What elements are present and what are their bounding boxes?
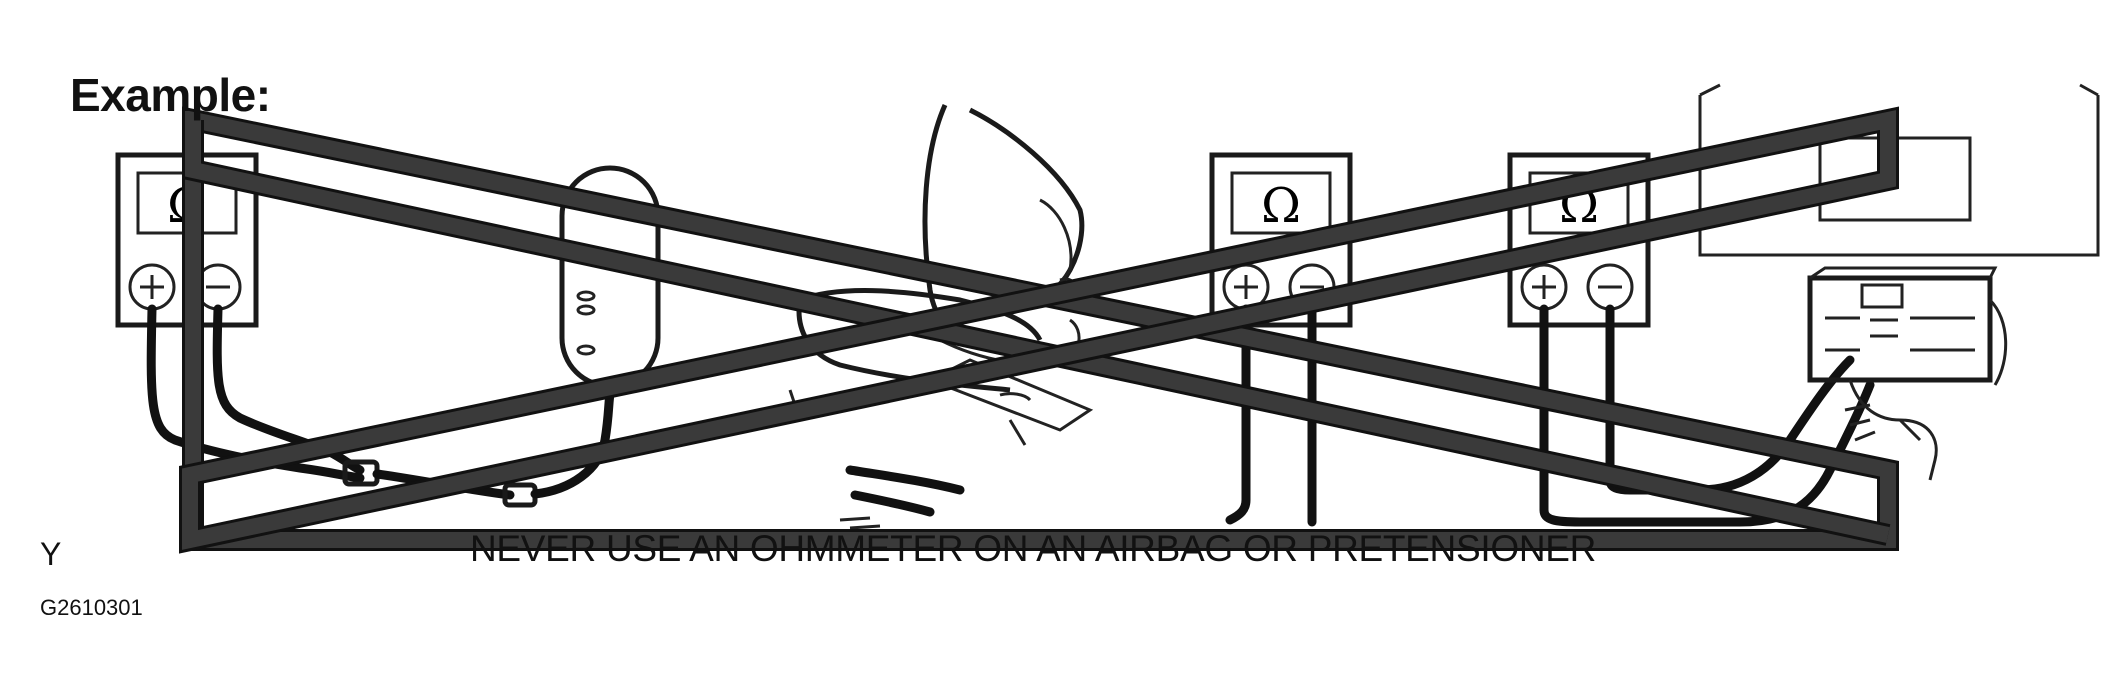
seat-illustration xyxy=(788,103,1094,530)
example-label: Example: xyxy=(70,69,271,121)
seat-back-edge xyxy=(1039,198,1073,296)
pretensioner-cable xyxy=(845,465,965,495)
ecu-connector xyxy=(1807,266,2008,481)
meter-1-lead-negative xyxy=(212,304,365,475)
meter-2-lead-positive xyxy=(1225,304,1251,525)
meter-1-plus-mark xyxy=(140,275,164,299)
connector-latch xyxy=(1860,283,1904,309)
meter-2-ohm-symbol: Ω xyxy=(1261,178,1301,234)
seat-bracket-right xyxy=(1008,419,1027,446)
meter-3-lead-negative xyxy=(1605,304,1855,495)
prohibition-cross-mark xyxy=(179,106,1899,554)
airbag-module-hole-2 xyxy=(576,304,596,316)
seat-belt-buckle xyxy=(999,392,1032,402)
cross-band-2 xyxy=(182,110,1896,550)
connector-top xyxy=(1809,266,1998,280)
connector-housing xyxy=(1807,275,1993,383)
connector-pins-middle xyxy=(1870,318,1898,338)
meter-3-plus-mark xyxy=(1532,275,1556,299)
seat-back-side xyxy=(968,107,1085,287)
pretensioner-lead xyxy=(850,490,935,517)
meter-2-plus-mark xyxy=(1234,275,1258,299)
airbag-module-hole-1 xyxy=(576,290,596,302)
connector-pins-right xyxy=(1910,316,1975,352)
airbag-module-hole-3 xyxy=(576,344,596,356)
seat-wire-ends xyxy=(839,516,881,530)
seat-cushion-top xyxy=(799,288,1043,342)
connector-pins-left xyxy=(1825,316,1860,352)
connector-wires xyxy=(1844,403,1922,442)
warning-caption: NEVER USE AN OHMMETER ON AN AIRBAG OR PR… xyxy=(470,528,1597,569)
corner-letter: Y xyxy=(40,536,62,572)
cross-band-1 xyxy=(185,110,1896,548)
meter-1-lead-positive xyxy=(146,304,365,483)
ecu-box-corners xyxy=(1699,83,2099,97)
cross-band-1-inner-fill xyxy=(185,120,1890,543)
figure-code: G2610301 xyxy=(40,595,143,620)
ecu-box-outline xyxy=(1698,95,2100,257)
meter-2-display xyxy=(1230,171,1332,235)
connector-clip xyxy=(1988,298,2008,386)
